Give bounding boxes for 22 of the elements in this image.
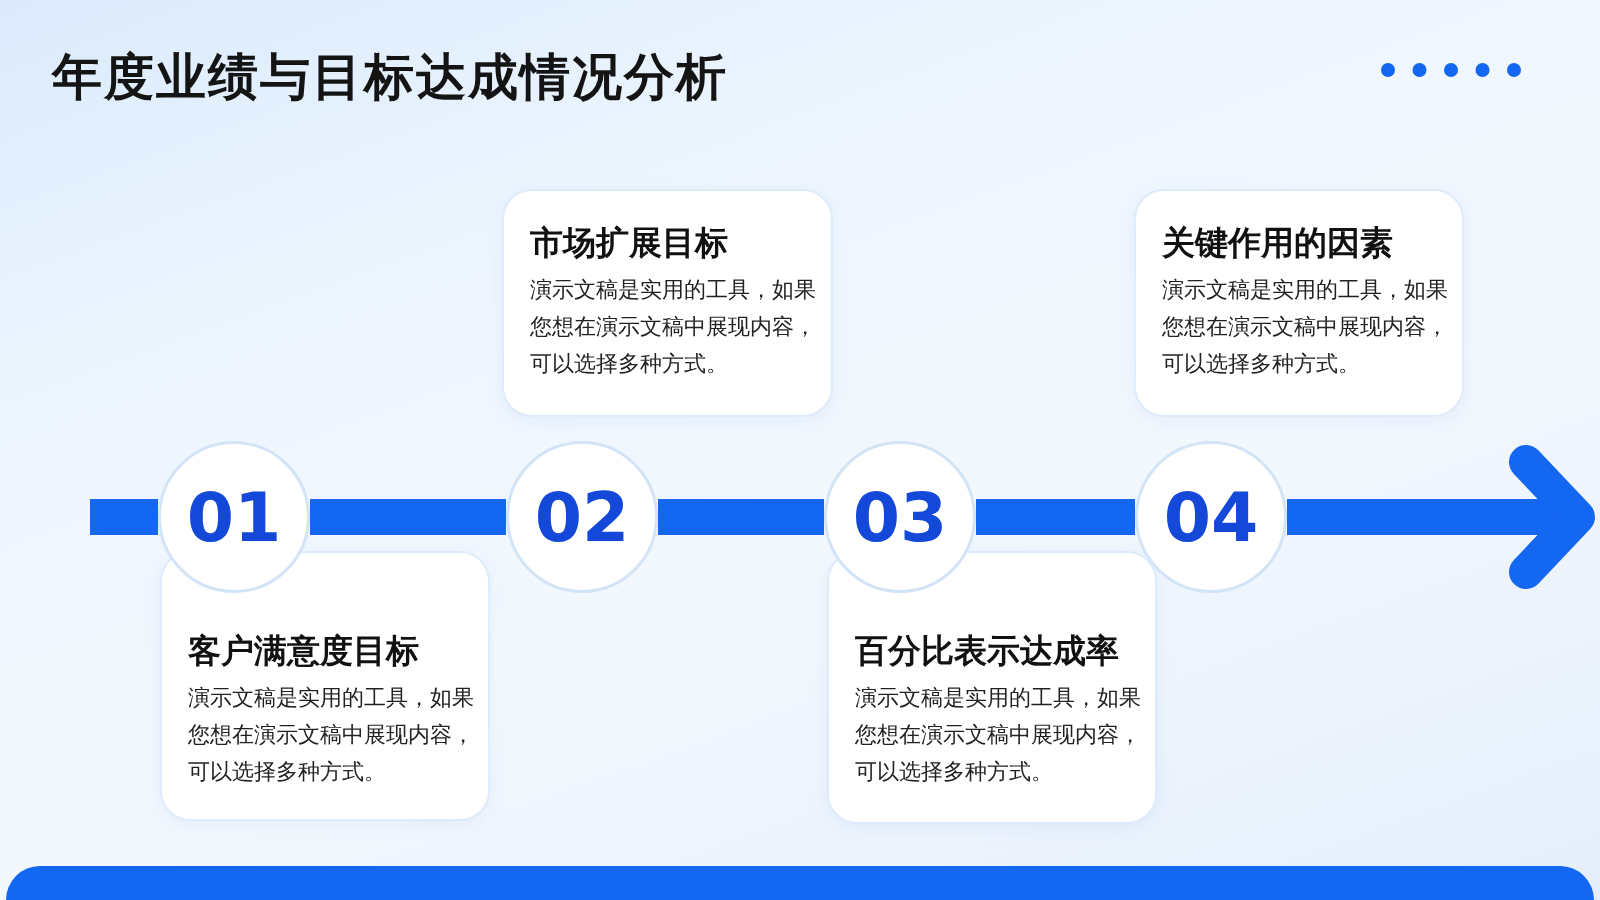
step-number: 01	[186, 477, 282, 557]
card-heading: 客户满意度目标	[188, 630, 419, 672]
info-card	[160, 551, 490, 821]
page-title: 年度业绩与目标达成情况分析	[52, 47, 728, 108]
step-number: 02	[534, 477, 630, 557]
info-card	[827, 551, 1157, 824]
card-text: 演示文稿是实用的工具，如果您想在演示文稿中展现内容，可以选择多种方式。	[1162, 276, 1448, 378]
card-heading: 百分比表示达成率	[855, 630, 1119, 672]
timeline-line	[310, 499, 506, 535]
info-card	[1134, 189, 1464, 417]
timeline-line	[658, 499, 824, 535]
card-heading: 市场扩展目标	[530, 222, 728, 264]
timeline-line	[976, 499, 1135, 535]
info-card	[502, 189, 833, 417]
timeline-line	[90, 499, 158, 535]
card-text: 演示文稿是实用的工具，如果您想在演示文稿中展现内容，可以选择多种方式。	[855, 684, 1141, 786]
card-text: 演示文稿是实用的工具，如果您想在演示文稿中展现内容，可以选择多种方式。	[188, 684, 474, 786]
step-number: 03	[852, 477, 948, 557]
step-number: 04	[1163, 477, 1259, 557]
timeline-arrow	[1287, 445, 1595, 589]
card-heading: 关键作用的因素	[1162, 222, 1393, 264]
card-text: 演示文稿是实用的工具，如果您想在演示文稿中展现内容，可以选择多种方式。	[530, 276, 817, 378]
